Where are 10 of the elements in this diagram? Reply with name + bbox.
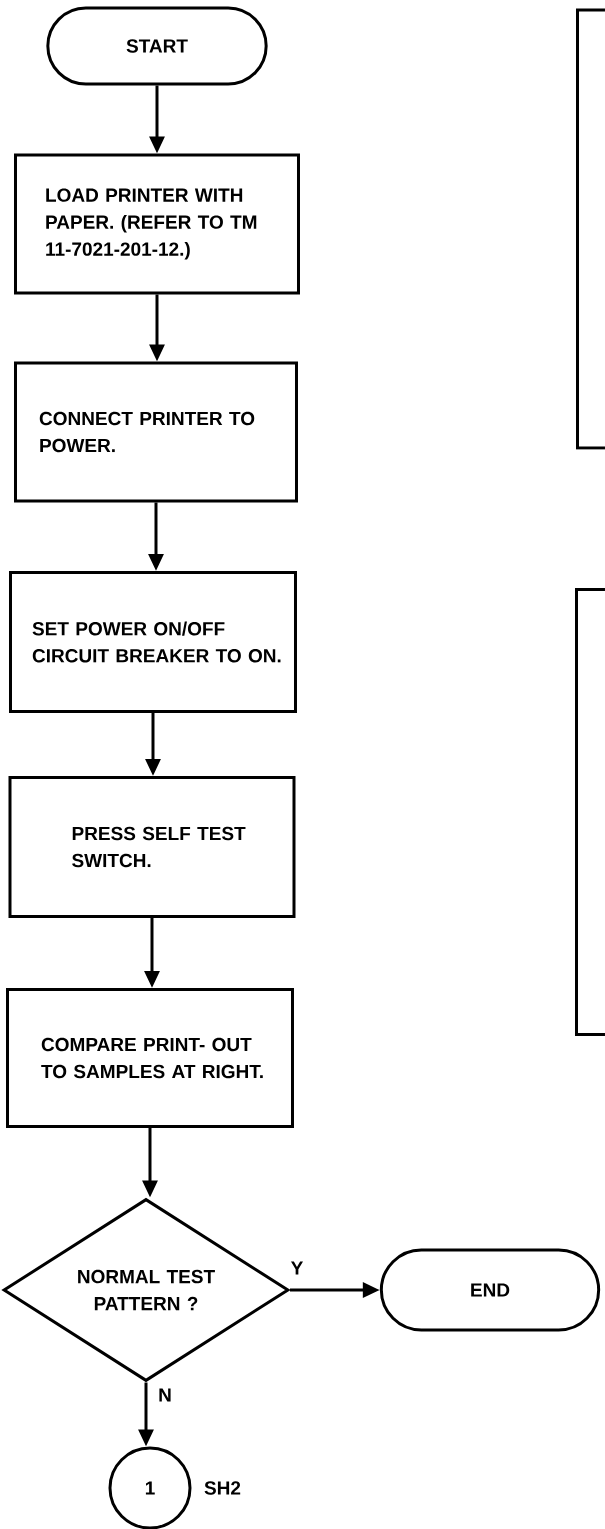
process-box: PRESS SELF TEST SWITCH. bbox=[8, 776, 296, 918]
process-box: CONNECT PRINTER TO POWER. bbox=[14, 361, 298, 503]
connector-label: SH2 bbox=[204, 1481, 241, 1495]
edge-label: N bbox=[157, 1387, 173, 1403]
edge-label: Y bbox=[289, 1260, 305, 1276]
sample-box bbox=[576, 8, 605, 450]
process-box: SET POWER ON/OFF CIRCUIT BREAKER TO ON. bbox=[9, 571, 297, 713]
process-box: COMPARE PRINT- OUT TO SAMPLES AT RIGHT. bbox=[6, 988, 294, 1128]
sample-box bbox=[575, 588, 605, 1036]
process-box: LOAD PRINTER WITH PAPER. (REFER TO TM 11-7021-201-12.) bbox=[14, 153, 300, 295]
